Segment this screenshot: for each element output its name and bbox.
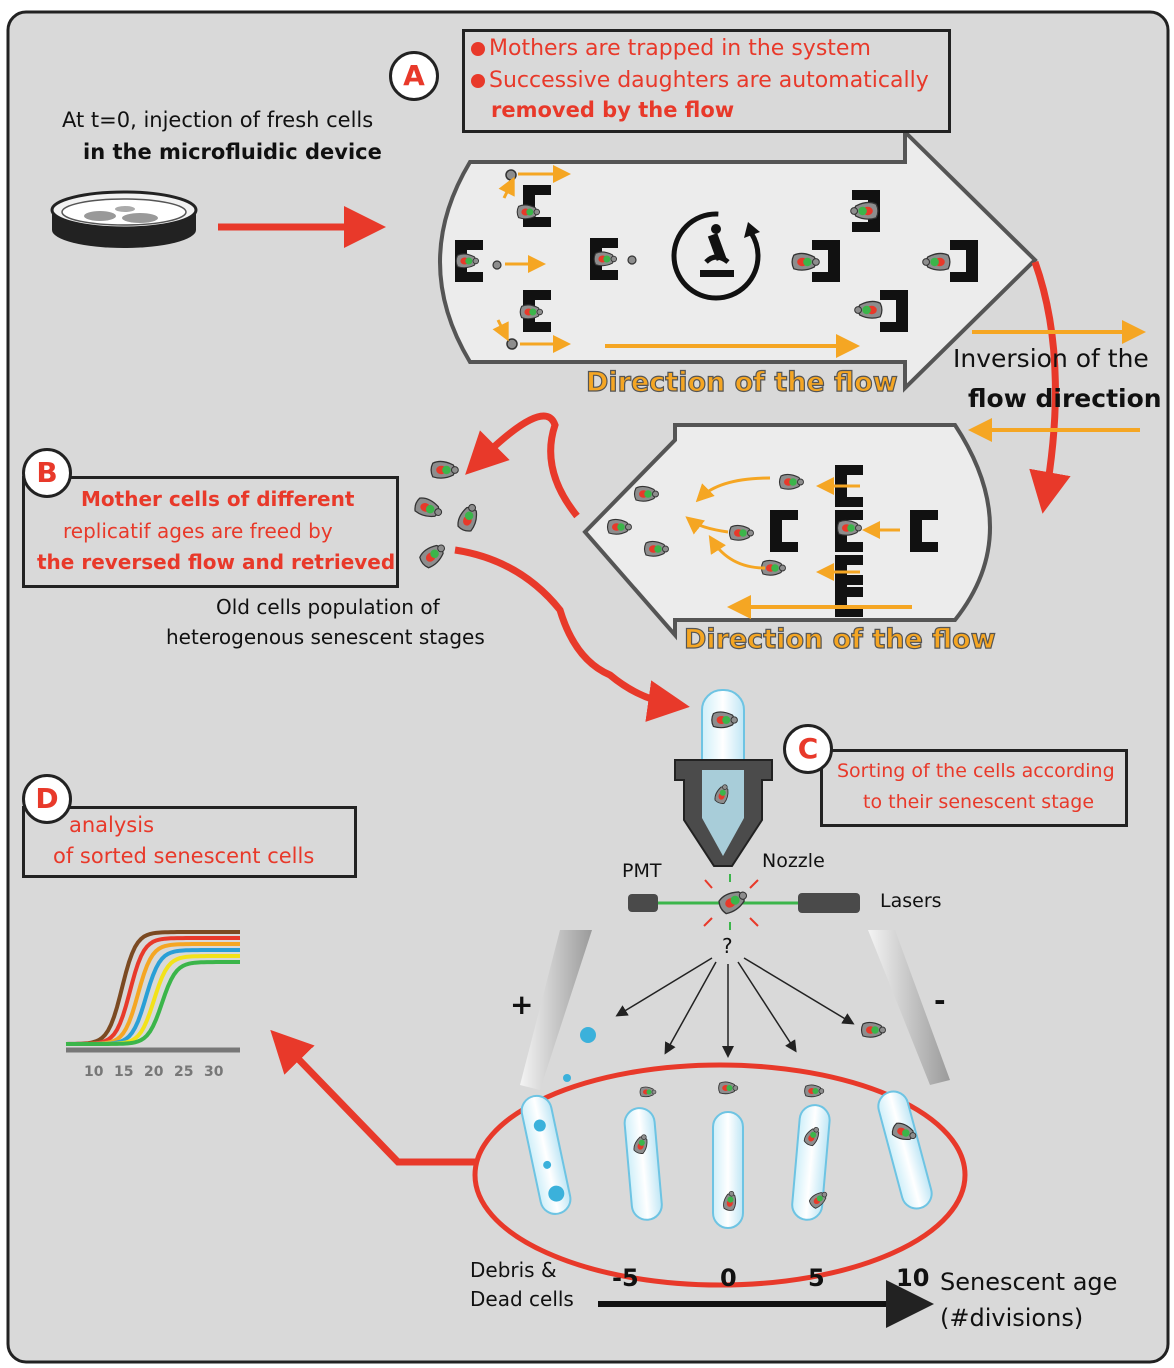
curve-tick-1: 15 [114,1064,134,1080]
pmt-label: PMT [622,860,662,882]
badge-b: B [22,448,72,498]
lasers-label: Lasers [880,890,942,912]
age-tick-1: 0 [720,1264,737,1292]
panel-d-box: analysis of sorted senescent cells [22,806,357,878]
flow-direction-label-bottom: Direction of the flow [683,623,996,655]
debris-line2: Dead cells [470,1287,574,1311]
panel-d-line1: analysis [69,813,155,837]
curve-tick-3: 25 [174,1064,194,1080]
panel-c-box: Sorting of the cells according to their … [820,749,1128,827]
old-cells-line1: Old cells population of [216,595,440,619]
panel-a-box: Mothers are trapped in the system Succes… [462,29,951,133]
age-tick-3: 10 [896,1264,930,1292]
growth-curves [65,930,240,1046]
badge-d: D [22,774,72,824]
age-axis-label-line2: (#divisions) [940,1304,1084,1332]
age-axis-label-line1: Senescent age [940,1268,1118,1296]
old-cells-line2: heterogenous senescent stages [166,625,485,649]
panel-a-line2: Successive daughters are automatically [471,68,929,93]
panel-b-line2: replicatif ages are freed by [63,519,333,543]
flow-direction-label-top: Direction of the flow [585,366,898,398]
curve-tick-0: 10 [84,1064,104,1080]
panel-b-box: Mother cells of different replicatif age… [22,476,399,588]
panel-a-line3: removed by the flow [491,98,735,122]
timelapse-microscope-icon [671,211,761,301]
panel-b-line1: Mother cells of different [81,487,355,511]
inversion-line2: flow direction [968,384,1162,413]
panel-b-line3: the reversed flow and retrieved [37,550,396,574]
inversion-line1: Inversion of the [953,344,1149,373]
panel-c-line1: Sorting of the cells according [837,760,1115,782]
panel-d-line2: of sorted senescent cells [53,844,315,868]
debris-line1: Debris & [470,1258,557,1282]
injection-line2: in the microfluidic device [83,140,382,164]
nozzle-label: Nozzle [762,850,825,872]
petri-dish-icon [50,190,198,248]
age-tick-0: -5 [612,1264,639,1292]
growth-curve [66,960,240,1046]
age-tick-2: 5 [808,1264,825,1292]
panel-a-line1: Mothers are trapped in the system [471,36,871,61]
curve-tick-4: 30 [204,1064,224,1080]
microfluidic-chip-reversed [582,423,992,641]
minus-label: - [934,984,946,1017]
panel-c-line2: to their senescent stage [863,791,1095,813]
curve-tick-2: 20 [144,1064,164,1080]
injection-line1: At t=0, injection of fresh cells [62,108,374,132]
badge-c: C [783,724,833,774]
badge-a: A [389,51,439,101]
question-label: ? [722,934,733,958]
plus-label: + [510,988,534,1021]
